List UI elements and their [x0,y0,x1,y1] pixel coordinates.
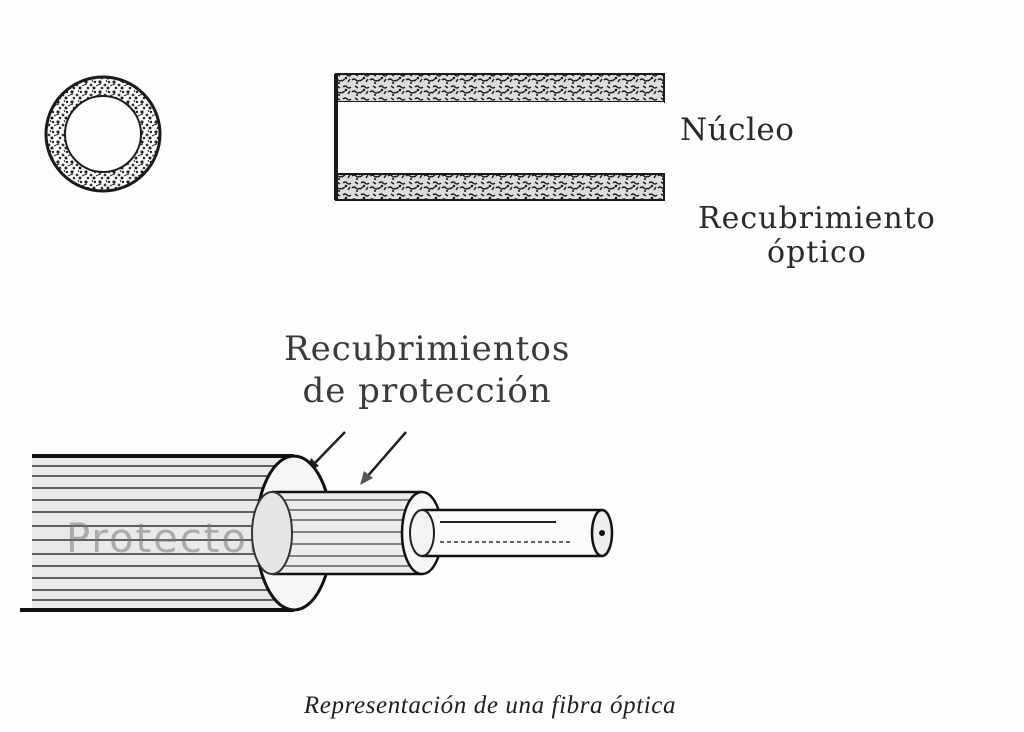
optical-cladding-label-line2: óptico [767,235,867,270]
protective-coatings-label: Recubrimientos de protección [284,328,570,412]
arrow-inner-coating [360,431,407,485]
longitudinal-section [334,73,665,201]
core-label: Núcleo [680,112,795,148]
protective-coatings-label-line2: de protección [302,371,552,411]
optical-cladding-label-line1: Recubrimiento [698,201,936,236]
bottom-cladding-band [335,173,665,201]
top-cladding-band [335,73,665,103]
figure-caption: Representación de una fibra óptica [303,692,677,719]
cross-section-ring [44,75,162,193]
optical-cladding-label: Recubrimiento óptico [698,202,936,270]
core-channel [336,102,664,174]
protective-coatings-label-line1: Recubrimientos [284,329,571,369]
fiber-strand [409,508,614,558]
